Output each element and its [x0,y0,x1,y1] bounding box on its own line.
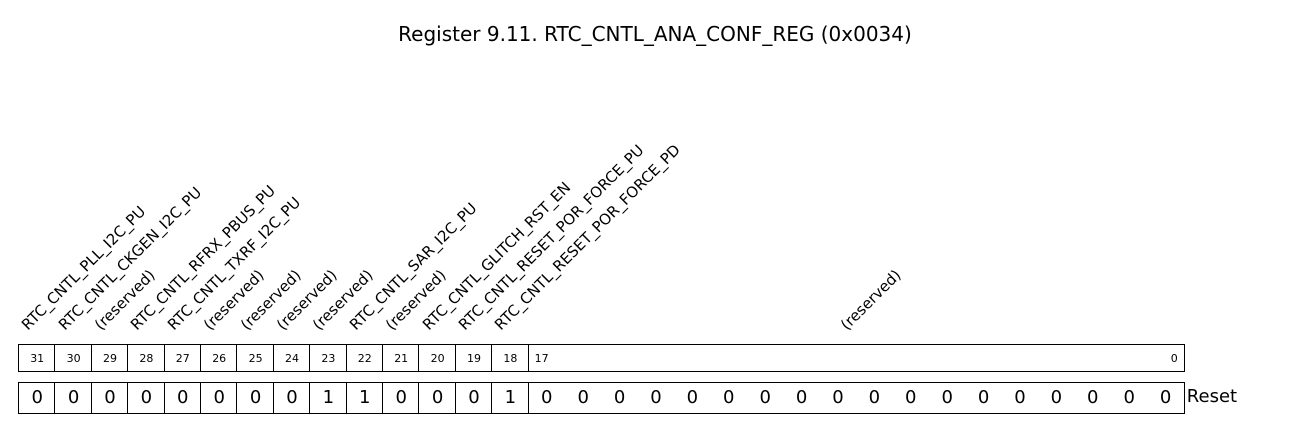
reset-value: 0 [832,387,844,408]
reset-value: 0 [431,387,444,408]
reset-value: 0 [286,387,298,408]
reset-cell: 0 [19,383,56,413]
reset-cell: 0 [383,383,420,413]
reset-value: 0 [686,387,699,408]
reset-cell: 0 [456,383,493,413]
reset-value-row: 0 0 0 0 0 0 0 0 1 1 0 0 0 1 0 0 0 0 0 0 0 0 0 0 0 0 0 0 0 0 0 0 [18,382,1185,414]
bit-number: 28 [139,352,154,365]
reset-value: 0 [541,387,553,408]
reset-cell: 0 [55,383,92,413]
reset-value: 0 [868,387,881,408]
bit-cell: 25 [237,345,274,371]
reset-cell: 0 [201,383,238,413]
reset-value: 0 [905,387,917,408]
reset-label: Reset [1186,386,1238,407]
reset-cell: 0 [165,383,201,413]
reset-value: 0 [140,387,153,408]
reset-cell: 0 [419,383,456,413]
reset-value: 0 [213,387,225,408]
reset-cell: 1 [310,383,347,413]
bit-number: 18 [503,352,518,365]
bit-cell: 31 [19,345,56,371]
bit-cell: 18 [492,345,529,371]
reset-value: 1 [504,387,517,408]
bit-number: 26 [212,352,227,365]
bit-number: 25 [248,352,263,365]
bit-number: 29 [102,352,117,365]
bit-cell: 28 [128,345,165,371]
bit-cell: 19 [456,345,493,371]
reset-value: 0 [977,387,990,408]
bit-number: 21 [394,352,409,365]
reset-value: 0 [941,387,953,408]
reset-value: 0 [577,387,589,408]
bit-cell: 24 [274,345,311,371]
bit-number: 22 [357,352,372,365]
reset-value: 0 [177,387,189,408]
reset-value: 0 [1050,387,1063,408]
reset-value: 0 [104,387,116,408]
bit-cell: 22 [347,345,383,371]
reset-value: 0 [613,387,626,408]
bit-number: 23 [321,352,336,365]
field-label: (reserved) [837,266,905,334]
reset-value: 0 [795,387,808,408]
reset-cell: 0 [237,383,274,413]
reset-value: 0 [31,387,43,408]
reset-value: 0 [1123,387,1135,408]
reset-value: 0 [468,387,480,408]
bit-number-row: 31 30 29 28 27 26 25 24 23 22 21 20 19 18 17 0 [18,344,1185,372]
bit-cell: 17 0 [529,345,1184,371]
reset-value: 0 [759,387,771,408]
reset-value: 0 [723,387,735,408]
reset-value: 1 [322,387,335,408]
reset-cell: 1 [492,383,529,413]
bit-cell: 26 [201,345,238,371]
bit-number: 30 [66,352,81,365]
bit-number: 20 [430,352,445,365]
reset-value: 0 [1159,387,1172,408]
reset-value: 0 [395,387,407,408]
bit-cell: 30 [55,345,92,371]
bit-cell: 23 [310,345,347,371]
reset-cell: 0 [92,383,129,413]
bit-cell: 21 [383,345,420,371]
reset-value: 0 [1087,387,1099,408]
bit-number: 27 [175,352,190,365]
reset-cell: 0 [274,383,311,413]
reset-cell: 0 [128,383,165,413]
register-title: Register 9.11. RTC_CNTL_ANA_CONF_REG (0x… [398,22,912,46]
reset-value: 0 [650,387,662,408]
bit-cell: 29 [92,345,129,371]
field-label: RTC_CNTL_RESET_POR_FORCE_PU [454,141,648,334]
bit-number: 0 [1170,352,1178,365]
reset-value: 0 [249,387,262,408]
reset-cell: 1 [347,383,383,413]
reset-value: 1 [359,387,371,408]
field-label: RTC_CNTL_GLITCH_RST_EN [418,178,574,334]
reset-value: 0 [1014,387,1026,408]
bit-number: 19 [466,352,481,365]
bit-number: 31 [30,352,45,365]
bit-cell: 20 [419,345,456,371]
reset-value: 0 [67,387,80,408]
bit-cell: 27 [165,345,201,371]
bit-number: 24 [284,352,299,365]
reset-cell: 0 0 0 0 0 0 0 0 0 0 0 0 0 0 0 0 0 0 [529,383,1184,413]
bit-number: 17 [534,352,549,365]
